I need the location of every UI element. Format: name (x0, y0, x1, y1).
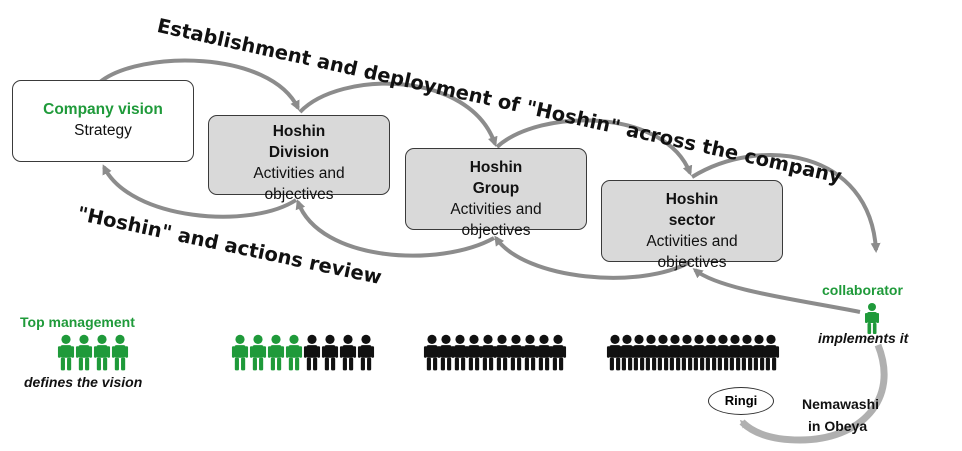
person-icon-black (437, 334, 455, 371)
person-icon-green (231, 334, 249, 371)
person-icon-green (285, 334, 303, 371)
person-icon-green (93, 334, 111, 371)
company-vision-title: Company vision (43, 101, 163, 118)
arrow-division-to-group (298, 81, 498, 147)
person-icon-black (303, 334, 321, 371)
person-icon-black (507, 334, 525, 371)
hoshin-group-title: Hoshin Group (469, 159, 523, 197)
people-group-1 (57, 334, 129, 371)
company-vision-subtitle: Strategy (74, 122, 132, 139)
hoshin-sector-subtitle: Activities and objectives (646, 233, 738, 271)
hoshin-sector-box: Hoshin sector Activities and objectives (601, 180, 783, 271)
arrow-sector-to-collaborator (690, 153, 881, 253)
hoshin-division-title: Hoshin Division (268, 123, 330, 161)
person-icon-green (111, 334, 129, 371)
collaborator-caption: implements it (818, 330, 909, 346)
person-icon-black (521, 334, 539, 371)
person-icon-black (339, 334, 357, 371)
people-group-4 (606, 334, 780, 371)
arrow-vision-to-division (98, 58, 300, 111)
arrow-nemawashi-loop (739, 343, 888, 444)
arrow-review-division-to-vision (102, 164, 298, 219)
nemawashi-label-line2: in Obeya (808, 418, 868, 434)
person-icon-black (423, 334, 441, 371)
person-icon-black (479, 334, 497, 371)
arrow-review-collaborator-to-sector (692, 268, 861, 314)
people-group-3 (423, 334, 567, 371)
person-icon-green (75, 334, 93, 371)
hoshin-division-box: Hoshin Division Activities and objective… (208, 115, 390, 203)
collaborator-label: collaborator (822, 282, 903, 298)
person-icon-black (357, 334, 375, 371)
person-icon-green (57, 334, 75, 371)
nemawashi-label-line1: Nemawashi (802, 396, 880, 412)
hoshin-group-box: Hoshin Group Activities and objectives (405, 148, 587, 239)
arrow-review-group-to-division (295, 199, 495, 258)
person-icon-black (451, 334, 469, 371)
person-icon-black (762, 334, 780, 371)
hoshin-sector-title: Hoshin sector (665, 191, 719, 229)
deployment-arrows (98, 58, 881, 253)
person-icon-black (465, 334, 483, 371)
arrow-group-to-sector (495, 118, 693, 176)
person-icon-black (493, 334, 511, 371)
top-management-label: Top management (20, 314, 135, 330)
person-icon-black (535, 334, 553, 371)
ringi-badge: Ringi (708, 387, 774, 415)
top-management-caption: defines the vision (24, 374, 143, 390)
review-arrows (102, 164, 861, 314)
person-icon-black (321, 334, 339, 371)
people-groups (57, 303, 879, 371)
company-vision-box: Company vision Strategy (12, 80, 194, 162)
person-icon-green (267, 334, 285, 371)
person-icon-green (249, 334, 267, 371)
hoshin-division-subtitle: Activities and objectives (253, 165, 345, 203)
person-icon-black (549, 334, 567, 371)
people-group-2 (231, 334, 375, 371)
arrow-review-sector-to-group (494, 235, 691, 280)
hoshin-group-subtitle: Activities and objectives (450, 201, 542, 239)
